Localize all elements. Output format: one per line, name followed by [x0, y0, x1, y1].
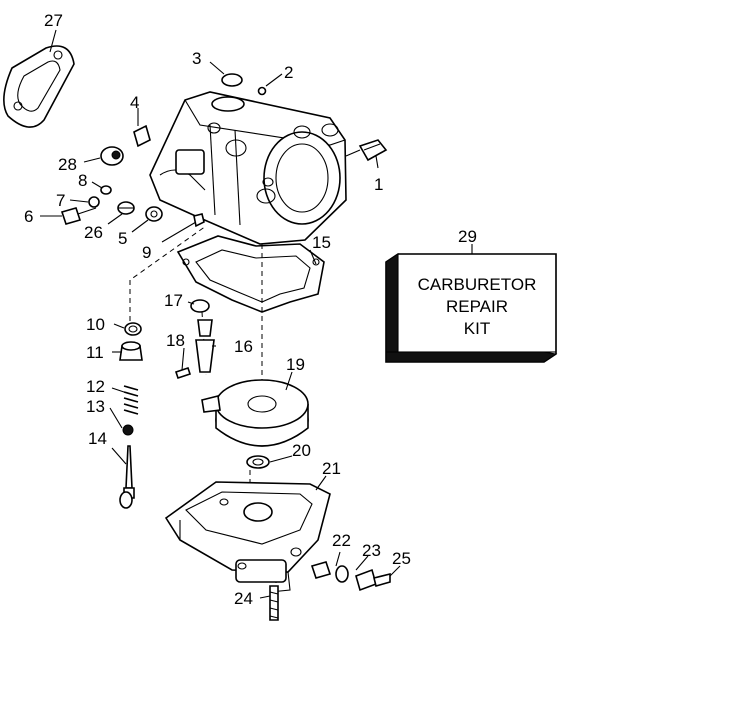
drain-screw-25 [355, 568, 391, 592]
repair-kit-line3: KIT [464, 319, 490, 338]
inlet-seat-16 [195, 319, 215, 373]
callout-5: 5 [118, 229, 127, 248]
callout-7: 7 [56, 191, 65, 210]
callout-19: 19 [286, 355, 305, 374]
check-ball [257, 86, 267, 96]
float-19 [201, 379, 309, 447]
o-ring-10 [124, 322, 142, 336]
washer-8 [100, 185, 112, 195]
callout-27: 27 [44, 11, 63, 30]
callout-21: 21 [322, 459, 341, 478]
float-bowl-21 [164, 481, 331, 593]
carburetor-body [149, 91, 347, 245]
pin-18 [174, 366, 192, 380]
callout-15: 15 [312, 233, 331, 252]
callout-26: 26 [84, 223, 103, 242]
idle-needle-14 [119, 445, 135, 509]
callout-12: 12 [86, 377, 105, 396]
callout-29: 29 [458, 227, 477, 246]
repair-kit-line2: REPAIR [446, 297, 508, 316]
bushing-part [100, 146, 124, 166]
hose-fitting [345, 139, 388, 162]
leader-lines [40, 29, 473, 599]
clip-17 [190, 299, 210, 313]
callout-23: 23 [362, 541, 381, 560]
callout-13: 13 [86, 397, 105, 416]
repair-kit-line1: CARBURETOR [418, 275, 537, 294]
callout-24: 24 [234, 589, 253, 608]
float-pin-20 [246, 455, 270, 469]
callout-25: 25 [392, 549, 411, 568]
callout-22: 22 [332, 531, 351, 550]
screw-9 [161, 213, 205, 243]
screw-24 [269, 585, 279, 621]
callout-1: 1 [374, 175, 383, 194]
flange-gasket [3, 45, 75, 128]
float-bowl-gasket [176, 235, 325, 313]
callout-11: 11 [86, 343, 104, 362]
plug-part [133, 124, 151, 148]
callout-2: 2 [284, 63, 293, 82]
callout-numbers: 27 3 2 4 28 8 7 6 26 5 9 1 29 15 17 10 1… [24, 11, 477, 608]
gasket-23 [335, 565, 349, 583]
callout-9: 9 [142, 243, 151, 262]
spring-12 [123, 385, 139, 415]
callout-6: 6 [24, 207, 33, 226]
screw-6 [60, 207, 97, 225]
callout-14: 14 [88, 429, 107, 448]
welch-plug [221, 73, 243, 87]
callout-18: 18 [166, 331, 185, 350]
repair-kit-box: CARBURETOR REPAIR KIT [385, 253, 558, 363]
callout-10: 10 [86, 315, 105, 334]
washer-5 [145, 206, 163, 222]
callout-28: 28 [58, 155, 77, 174]
callout-16: 16 [234, 337, 253, 356]
callout-17: 17 [164, 291, 183, 310]
jet-22 [310, 561, 332, 579]
spring-7 [88, 196, 100, 208]
callout-8: 8 [78, 171, 87, 190]
washer-13 [122, 424, 134, 436]
callout-3: 3 [192, 49, 201, 68]
packing-nut-11 [119, 341, 143, 361]
seal-26 [117, 201, 135, 215]
callout-4: 4 [130, 93, 139, 112]
callout-20: 20 [292, 441, 311, 460]
